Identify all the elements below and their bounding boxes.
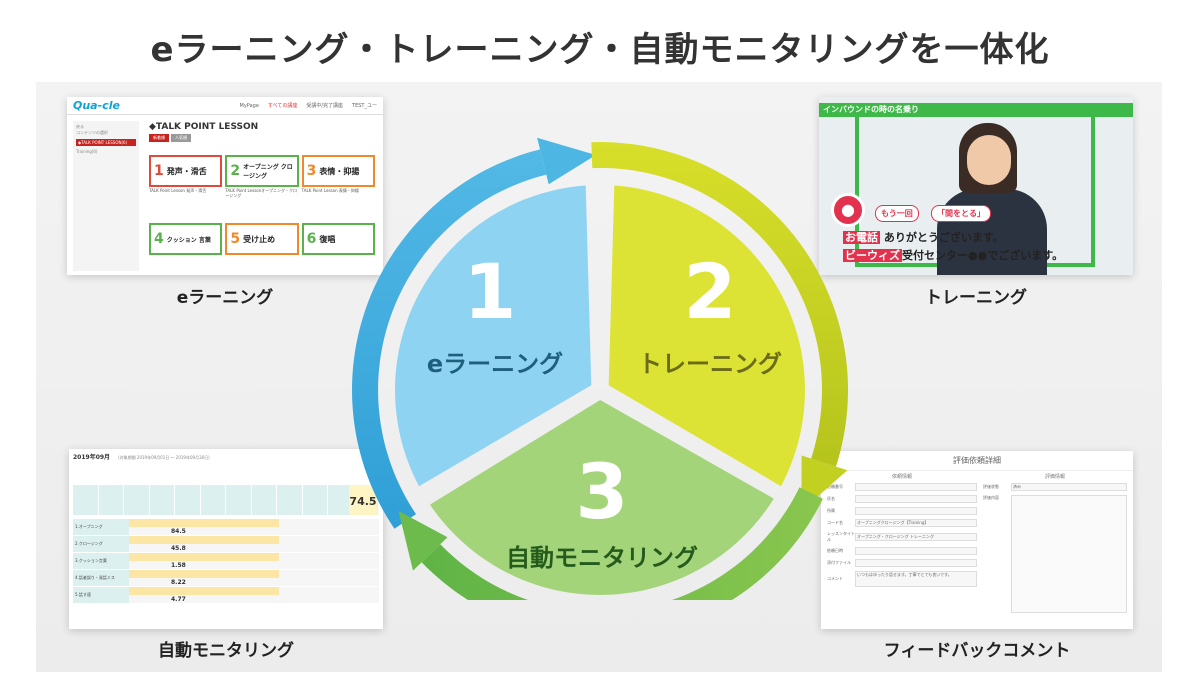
page-title: eラーニング・トレーニング・自動モニタリングを一体化 xyxy=(150,30,1050,70)
green-arrow-ring xyxy=(421,487,823,600)
blue-arrow-ring xyxy=(352,149,547,529)
audio-player[interactable] xyxy=(855,559,977,567)
status-select[interactable]: 済み xyxy=(1011,483,1127,491)
lesson-heading: ◆TALK POINT LESSON xyxy=(149,122,259,132)
segment-3-number: 3 xyxy=(576,447,629,536)
monitoring-period: 2019年09月(対象期間 2019年09月01日 〜 2019年09月30日) xyxy=(73,454,210,461)
bubble-pause: 「間をとる」 xyxy=(931,205,991,222)
segment-1-label: eラーニング xyxy=(427,350,563,378)
nav-my-courses[interactable]: 受講中/完了講座 xyxy=(306,103,344,109)
department-field xyxy=(855,507,977,515)
nav-user[interactable]: TEST_ユー xyxy=(352,103,377,109)
segment-1-number: 1 xyxy=(464,247,517,336)
script-line-1: お電話 ありがとうございます。 xyxy=(843,231,1004,244)
script-line-2: ビーウィズ受付センター●●でございます。 xyxy=(843,249,1064,262)
lesson-field: オープニング・クロージング トレーニング xyxy=(855,533,977,541)
training-screenshot: インバウンドの時の名乗り ● もう一回 「間をとる」 お電話 ありがとうございま… xyxy=(819,97,1133,275)
total-score: 74.5 xyxy=(349,485,377,515)
sidebar-item-talk-point[interactable]: ◆TALK POINT LESSON(6) xyxy=(76,139,136,146)
segment-elearning xyxy=(395,185,592,487)
sidebar-back[interactable]: 戻る xyxy=(76,124,84,129)
bubble-again: もう一回 xyxy=(875,205,919,222)
segment-training xyxy=(608,185,805,487)
blue-arrow-head xyxy=(537,137,596,185)
lime-arrow-ring xyxy=(591,142,849,467)
segment-2-label: トレーニング xyxy=(638,350,782,378)
request-info: 依頼情報 依頼番号 氏名 所属 コード名オープニングクロージング【Trainin… xyxy=(827,473,977,591)
name-field xyxy=(855,495,977,503)
green-arrow-head xyxy=(398,511,448,571)
date-field xyxy=(855,547,977,555)
segment-2-number: 2 xyxy=(684,247,737,336)
nav-all-courses[interactable]: すべての講座 xyxy=(267,103,298,109)
trainer-body xyxy=(937,189,1047,275)
elearning-sidebar: 戻る コンテンツの選択 ◆TALK POINT LESSON(6) Traini… xyxy=(73,121,139,271)
feedback-screenshot: 評価依頼詳細 依頼情報 依頼番号 氏名 所属 コード名オープニングクロージング【… xyxy=(821,451,1133,629)
cycle-diagram: 1 eラーニング 2 トレーニング 3 自動モニタリング xyxy=(352,137,849,600)
feedback-caption: フィードバックコメント xyxy=(883,641,1071,661)
sidebar-select: コンテンツの選択 xyxy=(76,130,108,135)
tab-newest[interactable]: 新着順 xyxy=(149,134,169,142)
sidebar-item-training[interactable]: Training(6) xyxy=(76,149,98,154)
score-summary xyxy=(73,485,379,515)
evaluation-info: 評価情報 評価状態済み 評価内容 xyxy=(983,473,1127,617)
training-banner: インバウンドの時の名乗り xyxy=(819,103,1133,117)
elearning-header: Qua-cle MyPage すべての講座 受講中/完了講座 TEST_ユー xyxy=(67,97,383,115)
course-field: オープニングクロージング【Training】 xyxy=(855,519,977,527)
tab-popular[interactable]: 人気順 xyxy=(171,134,191,142)
microphone-icon: ● xyxy=(831,193,865,227)
elearning-caption: eラーニング xyxy=(176,288,274,308)
evaluation-comment[interactable] xyxy=(1011,495,1127,613)
feedback-title: 評価依頼詳細 xyxy=(821,451,1133,471)
elearning-screenshot: Qua-cle MyPage すべての講座 受講中/完了講座 TEST_ユー 戻… xyxy=(67,97,383,275)
comment-field: いつもはゆったり話せます。丁寧でとても良いです。 xyxy=(855,571,977,587)
monitoring-caption: 自動モニタリング xyxy=(158,641,294,661)
segment-monitoring xyxy=(430,400,774,595)
request-id-field xyxy=(855,483,977,491)
nav-mypage[interactable]: MyPage xyxy=(239,102,259,109)
trainer-face xyxy=(967,135,1011,185)
segment-3-label: 自動モニタリング xyxy=(506,544,698,572)
qua-cle-logo: Qua-cle xyxy=(73,99,120,112)
training-caption: トレーニング xyxy=(925,288,1027,308)
monitoring-screenshot: 2019年09月(対象期間 2019年09月01日 〜 2019年09月30日)… xyxy=(69,449,383,629)
